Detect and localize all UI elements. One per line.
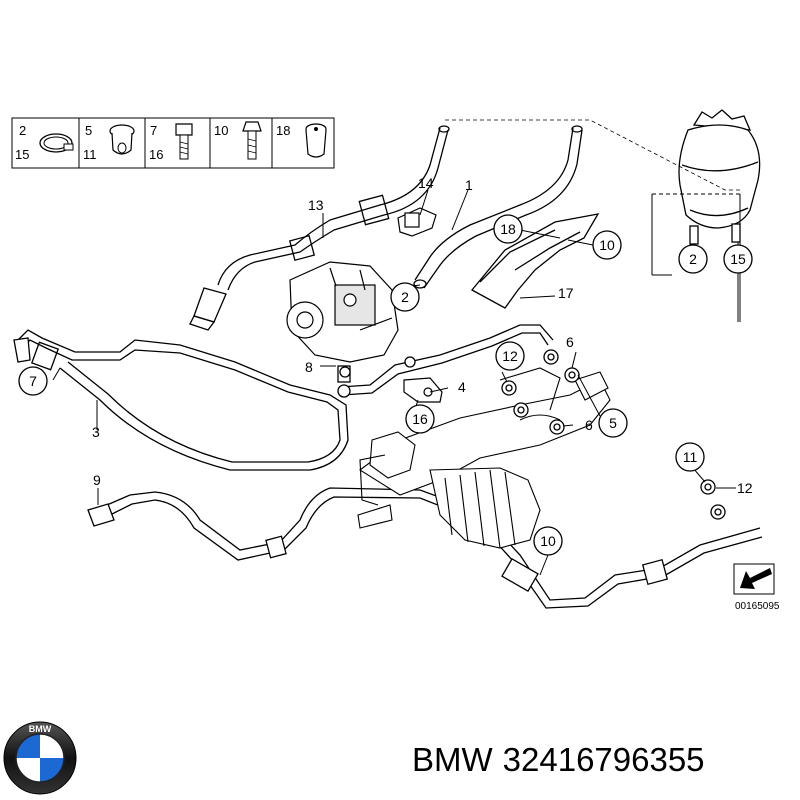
parts-legend: 2 15 5 11 7 16 10 — [11, 117, 335, 169]
bolt-icon — [175, 123, 193, 160]
legend-bottom-label: 11 — [83, 147, 97, 162]
bracket-14 — [397, 207, 437, 237]
hose-13 — [189, 125, 450, 331]
callout-6: 6 — [566, 334, 574, 350]
hose-9 — [87, 487, 763, 609]
legend-top-label: 5 — [85, 123, 92, 138]
washers — [339, 349, 726, 520]
hex-bolt-icon — [242, 121, 262, 160]
legend-top-label: 10 — [214, 123, 228, 138]
callout-14: 14 — [418, 175, 434, 191]
callout-5-circle: 5 — [598, 408, 628, 438]
clamp-icon — [39, 133, 74, 153]
bracket-4 — [403, 377, 443, 403]
part-number: 32416796355 — [502, 741, 705, 778]
callout-12-circle: 12 — [495, 341, 525, 371]
callouts: 1 14 13 3 9 8 4 17 6 6 12 2 2 15 18 10 — [18, 175, 753, 556]
banjo-bolt-icon — [109, 124, 135, 155]
legend-bottom-label: 15 — [15, 147, 29, 162]
bmw-logo-icon: BMW — [3, 721, 77, 795]
callout-11: 11 — [683, 449, 698, 465]
leader-lines — [52, 189, 741, 576]
power-steering-pump — [286, 261, 399, 363]
nut-icon — [305, 123, 327, 158]
callout-18-circle: 18 — [493, 214, 523, 244]
callout-12: 12 — [502, 348, 518, 364]
callout-11-circle: 11 — [675, 442, 705, 472]
callout-2: 2 — [401, 289, 409, 305]
callout-16-circle: 16 — [405, 404, 435, 434]
callout-7-circle: 7 — [18, 366, 48, 396]
callout-10-circle: 10 — [533, 526, 563, 556]
brand-name: BMW — [412, 741, 493, 778]
callout-6: 6 — [585, 417, 593, 433]
callout-2-circle: 2 — [678, 244, 708, 274]
callout-2-circle: 2 — [390, 282, 420, 312]
callout-10-circle: 10 — [592, 230, 622, 260]
reference-line — [445, 119, 742, 191]
callout-12: 12 — [737, 480, 753, 496]
catalog-number: 00165095 — [735, 601, 780, 612]
callout-18: 18 — [500, 221, 516, 237]
heat-shield-17 — [470, 213, 600, 309]
callout-15: 15 — [730, 251, 746, 267]
legend-top-label: 7 — [150, 123, 157, 138]
bmw-logo-letters: BMW — [29, 724, 52, 734]
callout-1: 1 — [465, 177, 473, 193]
callout-7: 7 — [29, 373, 37, 389]
hose-3 — [13, 329, 349, 471]
legend-top-label: 18 — [276, 123, 290, 138]
direction-arrow-icon — [733, 563, 775, 595]
callout-17: 17 — [558, 285, 574, 301]
callout-10: 10 — [540, 533, 556, 549]
legend-bottom-label: 16 — [149, 147, 163, 162]
callout-2: 2 — [689, 251, 697, 267]
fluid-reservoir — [678, 109, 761, 245]
legend-top-label: 2 — [19, 123, 26, 138]
callout-16: 16 — [412, 411, 428, 427]
callout-8: 8 — [305, 359, 313, 375]
callout-5: 5 — [609, 415, 617, 431]
callout-4: 4 — [458, 379, 466, 395]
callout-10: 10 — [599, 237, 615, 253]
steering-rack — [357, 367, 611, 549]
callout-13: 13 — [308, 197, 324, 213]
callout-3: 3 — [92, 424, 100, 440]
hose-1 — [413, 125, 583, 289]
callout-15-circle: 15 — [723, 244, 753, 274]
callout-9: 9 — [93, 472, 101, 488]
